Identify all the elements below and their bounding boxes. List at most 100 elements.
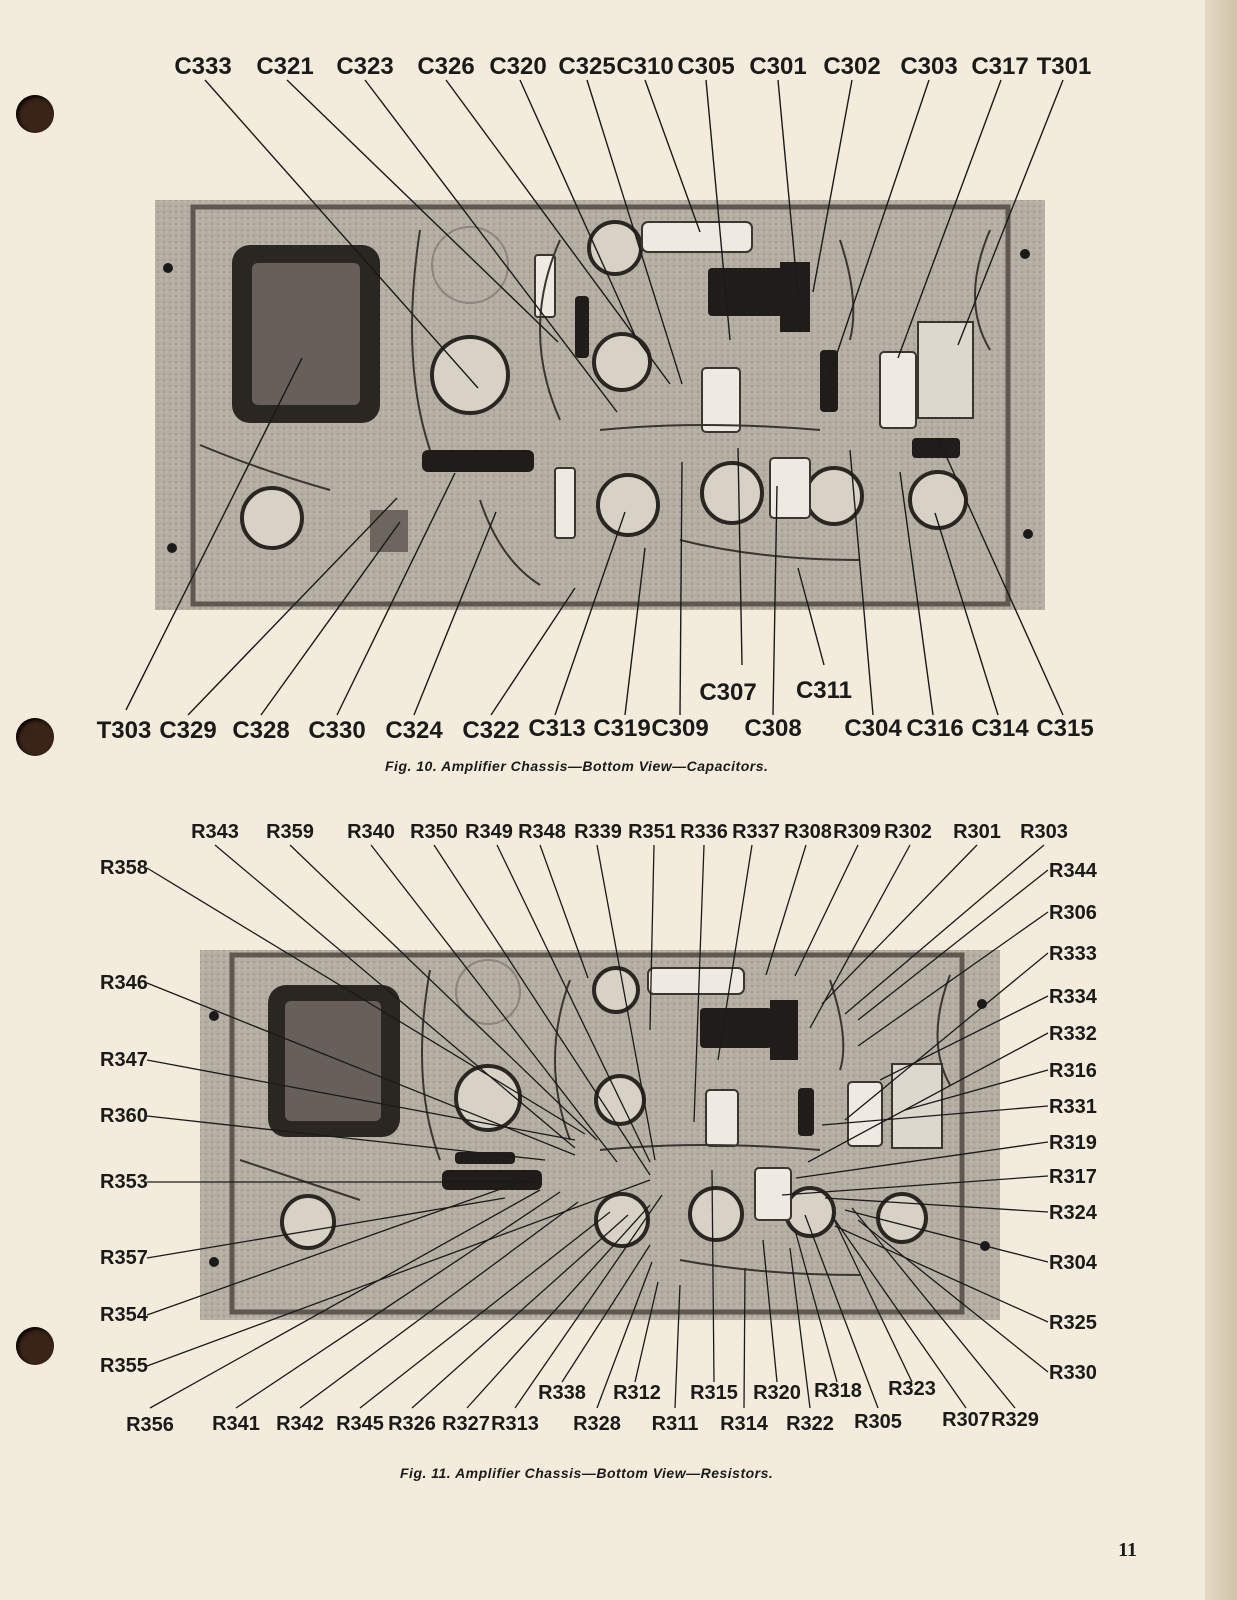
label: C329: [159, 717, 216, 744]
label: R313: [491, 1413, 539, 1435]
label: C324: [385, 717, 443, 744]
label: R308: [784, 821, 832, 843]
label: C333: [174, 53, 231, 80]
fig11-left-labels: R358 R346 R347 R360 R353 R357 R354 R355: [100, 857, 149, 1377]
label: C301: [749, 53, 806, 80]
fig11-photo: [200, 950, 1000, 1320]
label: R355: [100, 1355, 148, 1377]
label: R303: [1020, 821, 1068, 843]
label: R304: [1049, 1252, 1098, 1274]
binder-hole-top: [16, 95, 54, 133]
label: R347: [100, 1049, 148, 1071]
label: R330: [1049, 1362, 1097, 1384]
label: R324: [1049, 1202, 1098, 1224]
label: R307: [942, 1409, 990, 1431]
fig10-top-labels: C333 C321 C323 C326 C320 C325 C310 C305 …: [174, 53, 1091, 80]
label: C320: [489, 53, 546, 80]
fig11-bottom-row1-labels: R338 R312 R315 R320 R318 R323: [538, 1378, 936, 1404]
label: R349: [465, 821, 513, 843]
label: R301: [953, 821, 1001, 843]
label: R331: [1049, 1096, 1097, 1118]
label: R320: [753, 1382, 801, 1404]
label: C305: [677, 53, 734, 80]
label: R333: [1049, 943, 1097, 965]
label: R351: [628, 821, 676, 843]
page-number: 11: [1118, 1539, 1137, 1561]
page-edge-shadow: [1205, 0, 1237, 1600]
label: R353: [100, 1171, 148, 1193]
label: R357: [100, 1247, 148, 1269]
fig11-bottom-row2-labels: R356 R341 R342 R345 R326 R327 R313 R328 …: [126, 1409, 1039, 1436]
label: R341: [212, 1413, 260, 1435]
label: C303: [900, 53, 957, 80]
label: C302: [823, 53, 880, 80]
label: R354: [100, 1304, 149, 1326]
label: C325: [558, 53, 615, 80]
label: C316: [906, 715, 963, 742]
label: C308: [744, 715, 801, 742]
fig10-middle-labels: C307 C311: [699, 677, 852, 706]
label: T303: [97, 717, 152, 744]
label: R306: [1049, 902, 1097, 924]
label: C314: [971, 715, 1029, 742]
label: R337: [732, 821, 780, 843]
label: R346: [100, 972, 148, 994]
label: R334: [1049, 986, 1098, 1008]
label: R328: [573, 1413, 621, 1435]
fig11-leaders: [146, 844, 1049, 1409]
label: R305: [854, 1411, 902, 1433]
label: R311: [652, 1413, 699, 1435]
label: R309: [833, 821, 881, 843]
label: R356: [126, 1414, 174, 1436]
label: R340: [347, 821, 395, 843]
label: C315: [1036, 715, 1093, 742]
label: R318: [814, 1380, 862, 1402]
label: R316: [1049, 1060, 1097, 1082]
label: R344: [1049, 860, 1098, 882]
fig10-caption: Fig. 10. Amplifier Chassis—Bottom View—C…: [385, 758, 769, 774]
label: C311: [796, 677, 852, 704]
label: R319: [1049, 1132, 1097, 1154]
label: R345: [336, 1413, 384, 1435]
label: C317: [971, 53, 1028, 80]
label: R338: [538, 1382, 586, 1404]
label: R322: [786, 1413, 834, 1435]
label: C330: [308, 717, 365, 744]
label: R327: [442, 1413, 490, 1435]
label: R360: [100, 1105, 148, 1127]
binder-hole-middle: [16, 718, 54, 756]
label: R336: [680, 821, 728, 843]
fig10-bottom-labels: T303 C329 C328 C330 C324 C322 C313 C319 …: [97, 715, 1094, 744]
label: T301: [1037, 53, 1092, 80]
label: R342: [276, 1413, 324, 1435]
label: C321: [256, 53, 313, 80]
label: C319: [593, 715, 650, 742]
label: R315: [690, 1382, 738, 1404]
label: R317: [1049, 1166, 1097, 1188]
label: C309: [651, 715, 708, 742]
binder-hole-bottom: [16, 1327, 54, 1365]
fig11-right-labels: R344 R306 R333 R334 R332 R316 R331 R319 …: [1049, 860, 1098, 1384]
label: R332: [1049, 1023, 1097, 1045]
fig11-caption: Fig. 11. Amplifier Chassis—Bottom View—R…: [400, 1465, 774, 1481]
label: R312: [613, 1382, 661, 1404]
label: R359: [266, 821, 314, 843]
label: R358: [100, 857, 148, 879]
label: R302: [884, 821, 932, 843]
label: C307: [699, 679, 756, 706]
label: C328: [232, 717, 289, 744]
label: C322: [462, 717, 519, 744]
label: R343: [191, 821, 239, 843]
label: R325: [1049, 1312, 1097, 1334]
label: R314: [720, 1413, 769, 1435]
label: C323: [336, 53, 393, 80]
label: R329: [991, 1409, 1039, 1431]
fig10-leaders: [125, 79, 1064, 716]
label: C304: [844, 715, 902, 742]
label: R323: [888, 1378, 936, 1400]
fig10-photo: [155, 200, 1045, 610]
label: C313: [528, 715, 585, 742]
label: C310: [616, 53, 673, 80]
